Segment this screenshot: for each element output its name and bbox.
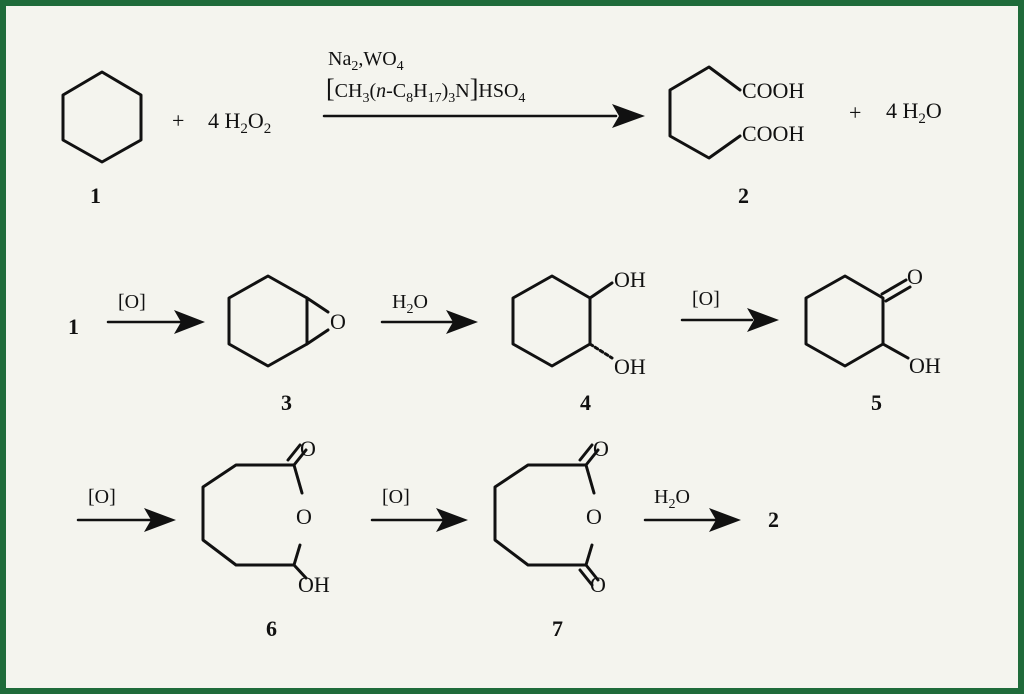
compound-4-label: 4 [580, 390, 591, 415]
anhydride-oxygen: O [586, 504, 602, 529]
compound-3-label: 3 [281, 390, 292, 415]
anhydride-oxygen-bottom: O [590, 572, 606, 597]
diol-oh-top: OH [614, 267, 646, 292]
adipic-acid-chain [668, 65, 742, 160]
water: 4 H2O [886, 98, 942, 127]
row3-arrow2-reagent: [O] [382, 486, 410, 508]
cooh-bottom: COOH [742, 121, 804, 146]
ketone-oh: OH [909, 353, 941, 378]
reaction-arrow-4 [680, 308, 779, 332]
reaction-arrow-3 [380, 310, 478, 334]
row2-arrow3-reagent: [O] [692, 288, 720, 310]
row2-arrow2-reagent: H2O [392, 291, 428, 317]
cooh-top: COOH [742, 78, 804, 103]
oxepane-hydroxy-structure [201, 443, 308, 580]
anhydride-oxygen-top: O [593, 436, 609, 461]
reaction-arrow-1 [322, 104, 645, 128]
epoxide-structure [227, 274, 330, 368]
row2-arrow1-reagent: [O] [118, 291, 146, 313]
row3-arrow1-reagent: [O] [88, 486, 116, 508]
row2-start-label: 1 [68, 314, 79, 339]
reaction-arrow-5 [76, 508, 176, 532]
compound-6-label: 6 [266, 616, 277, 641]
ring6-oxygen: O [296, 504, 312, 529]
hydrogen-peroxide: 4 H2O2 [208, 108, 271, 137]
plus-sign-2: + [849, 100, 861, 125]
diol-oh-bottom: OH [614, 354, 646, 379]
catalyst-line-2: [CH3(n-C8H17)3N]HSO4 [326, 74, 525, 106]
plus-sign: + [172, 108, 184, 133]
compound-1-label: 1 [90, 183, 101, 208]
compound-7-label: 7 [552, 616, 563, 641]
compound-2-label: 2 [738, 183, 749, 208]
final-product-label: 2 [768, 507, 779, 532]
hydroxy-ketone-structure [804, 274, 912, 368]
diol-structure [511, 274, 614, 368]
reaction-arrow-7 [643, 508, 741, 532]
cyclohexane-ring [61, 70, 143, 164]
anhydride-structure [493, 443, 600, 587]
ring6-oh: OH [298, 572, 330, 597]
ketone-oxygen: O [907, 264, 923, 289]
compound-5-label: 5 [871, 390, 882, 415]
catalyst-line-1: Na2,WO4 [328, 48, 404, 74]
ring6-oxygen-top: O [300, 436, 316, 461]
epoxide-oxygen: O [330, 309, 346, 334]
reaction-arrow-6 [370, 508, 468, 532]
reaction-arrow-2 [106, 310, 205, 334]
row3-arrow3-reagent: H2O [654, 486, 690, 512]
